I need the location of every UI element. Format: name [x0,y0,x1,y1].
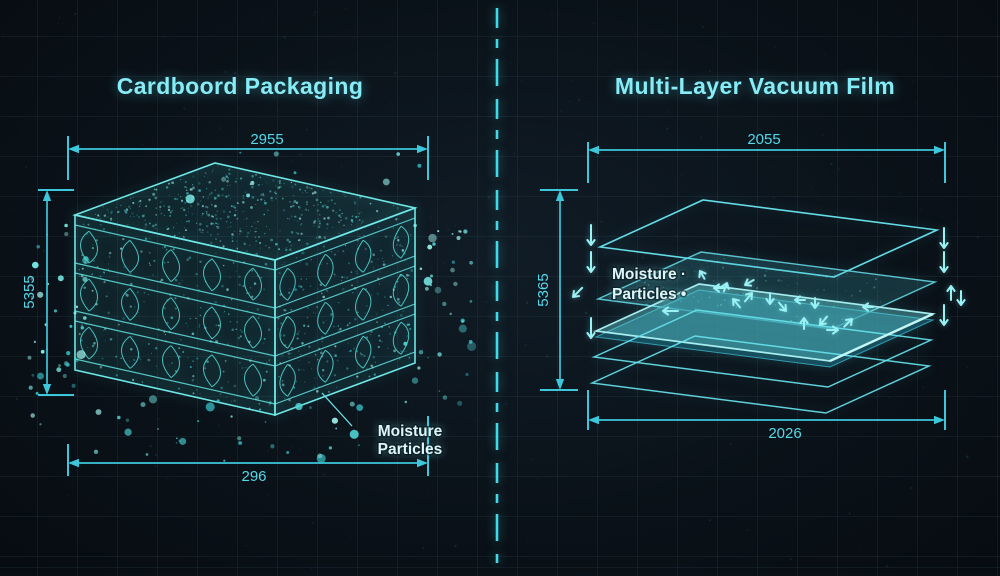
arrowhead-down-icon [42,384,52,395]
arrowhead-right-icon [417,144,428,154]
right-height-dimension: 5365 [535,189,578,391]
left-bottom-width-dimension: 296 [67,416,429,485]
right-bottom-width-value: 2026 [768,425,801,442]
arrowhead-up-icon [42,190,52,201]
arrowhead-left-icon [68,144,79,154]
right-width-value: 2055 [747,131,780,148]
moisture-label-line2: Particles [378,441,443,458]
right-panel: Multi-Layer Vacuum Film Moisture · Parti… [535,73,966,442]
arrowhead-left-icon [588,415,599,425]
arrowhead-down-icon [555,379,565,390]
moisture-label-line1: Moisture [378,423,443,440]
right-width-dimension: 2055 [587,131,946,183]
left-bottom-width-value: 296 [241,468,266,485]
vacuum-film-layers [589,199,940,414]
background-noise [1,7,1000,570]
arrowhead-up-icon [555,190,565,201]
left-width-value: 2955 [250,131,283,148]
left-height-value: 5355 [21,275,38,308]
film-moisture-label-line1: Moisture · [612,266,686,283]
cardboard-box-diagram [72,162,418,417]
arrowhead-right-icon [934,145,945,155]
right-height-value: 5365 [535,273,552,306]
arrowhead-right-icon [934,415,945,425]
film-moisture-label-line2: Particles • [612,286,686,303]
left-panel-title: Cardboord Packaging [117,73,364,99]
moisture-particles-scatter [27,151,477,464]
right-panel-title: Multi-Layer Vacuum Film [615,73,895,99]
arrowhead-left-icon [68,458,79,468]
left-width-dimension: 2955 [67,131,429,180]
arrowhead-left-icon [588,145,599,155]
left-height-dimension: 5355 [21,189,74,396]
left-panel: Cardboord Packaging 2955 5355 [21,73,477,485]
moisture-leader-line [321,392,353,427]
moisture-flow-arrows [572,224,966,339]
right-bottom-width-dimension: 2026 [587,390,946,442]
arrowhead-right-icon [417,458,428,468]
